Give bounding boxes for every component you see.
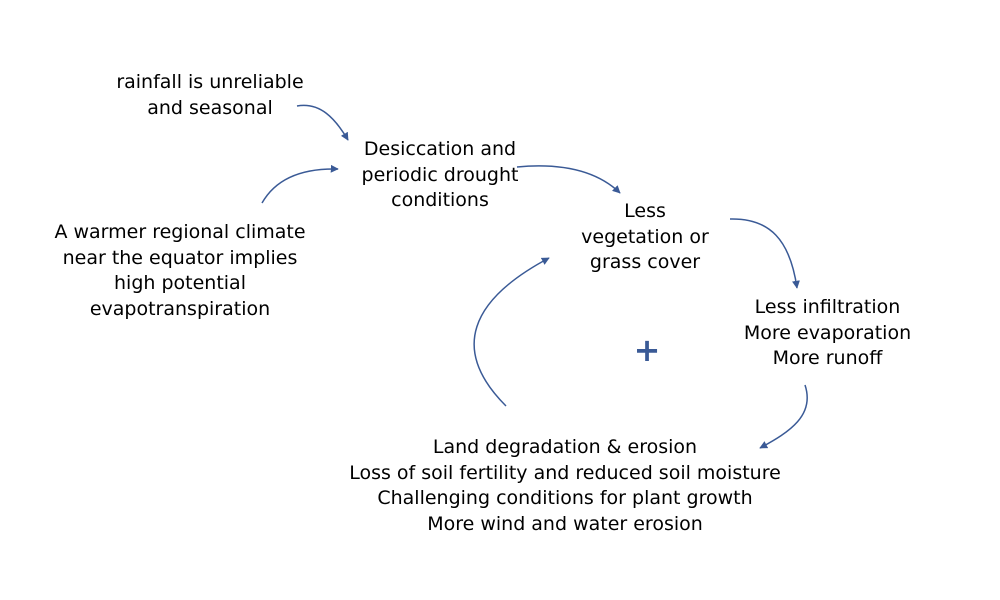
arrow-rainfall-to-desiccation [296,104,349,141]
node-infiltration-line-2: More evaporation [743,321,912,344]
positive-feedback-sign: + [633,331,661,369]
node-warmer-climate: A warmer regional climate near the equat… [30,220,330,322]
arrow-climate-to-desiccation [261,164,339,204]
node-vegetation-line-3: grass cover [589,251,701,273]
node-rainfall: rainfall is unreliable and seasonal [95,70,325,121]
node-degradation-line-4: More wind and water erosion [427,512,703,535]
node-infiltration: Less infiltration More evaporation More … [730,295,925,372]
node-degradation-line-2: Loss of soil fertility and reduced soil … [349,461,781,484]
node-degradation-line-3: Challenging conditions for plant growth [377,487,753,509]
node-warmer-climate-line-2: near the equator implies [62,246,298,269]
node-infiltration-line-3: More runoff [772,347,883,369]
node-vegetation-line-1: Less [624,200,666,222]
arrow-degradation-to-vegetation [473,257,550,407]
arrow-infiltration-to-degradation [759,384,808,449]
node-desiccation: Desiccation and periodic drought conditi… [335,137,545,214]
arrow-desiccation-to-vegetation [516,165,621,194]
arrow-vegetation-to-infiltration [729,218,800,289]
node-warmer-climate-line-3: high potential [114,272,246,294]
node-rainfall-line-1: rainfall is unreliable [116,71,304,93]
node-desiccation-line-3: conditions [391,189,489,211]
node-warmer-climate-line-4: evapotranspiration [89,297,271,320]
node-warmer-climate-line-1: A warmer regional climate [54,221,306,243]
node-degradation: Land degradation & erosion Loss of soil … [305,435,825,537]
node-desiccation-line-1: Desiccation and [363,138,517,160]
node-desiccation-line-2: periodic drought [361,163,519,186]
node-infiltration-line-1: Less infiltration [754,296,901,318]
node-rainfall-line-2: and seasonal [147,96,273,119]
node-vegetation-line-2: vegetation or [581,225,709,248]
node-vegetation: Less vegetation or grass cover [570,199,720,276]
node-degradation-line-1: Land degradation & erosion [432,436,698,458]
